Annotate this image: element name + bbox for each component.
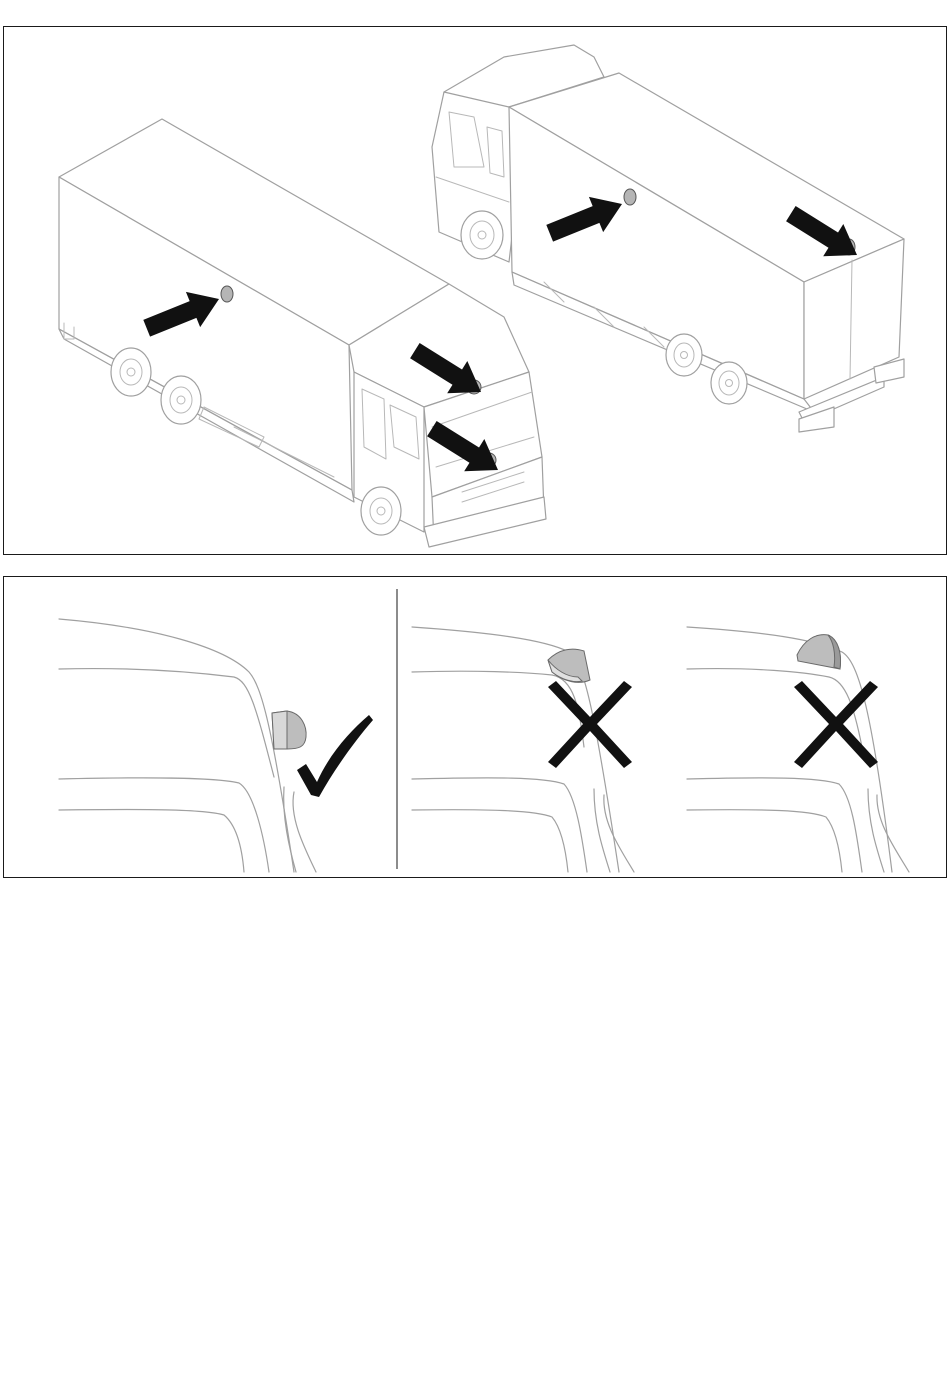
cross-icon	[794, 681, 878, 768]
check-icon	[297, 715, 373, 797]
rear-truck-wheel-rear-2	[711, 362, 747, 404]
front-truck-wheel-front	[361, 487, 401, 535]
rear-truck-wheel-rear-1	[666, 334, 702, 376]
front-truck-wheel-rear-1	[111, 348, 151, 396]
truck-illustration-panel	[3, 26, 947, 555]
correct-mounting	[59, 619, 373, 872]
sensor-marker-rear-truck-side	[624, 189, 636, 205]
rear-truck-wheel-front	[461, 211, 503, 259]
mounting-examples-panel	[3, 576, 947, 878]
incorrect-mounting-2	[687, 627, 909, 872]
cross-icon	[548, 681, 632, 768]
sensor-marker-front-truck-side	[221, 286, 233, 302]
incorrect-mounting-1	[412, 627, 634, 872]
front-truck-wheel-rear-2	[161, 376, 201, 424]
truck-illustration	[4, 27, 946, 554]
mounting-examples	[4, 577, 946, 877]
